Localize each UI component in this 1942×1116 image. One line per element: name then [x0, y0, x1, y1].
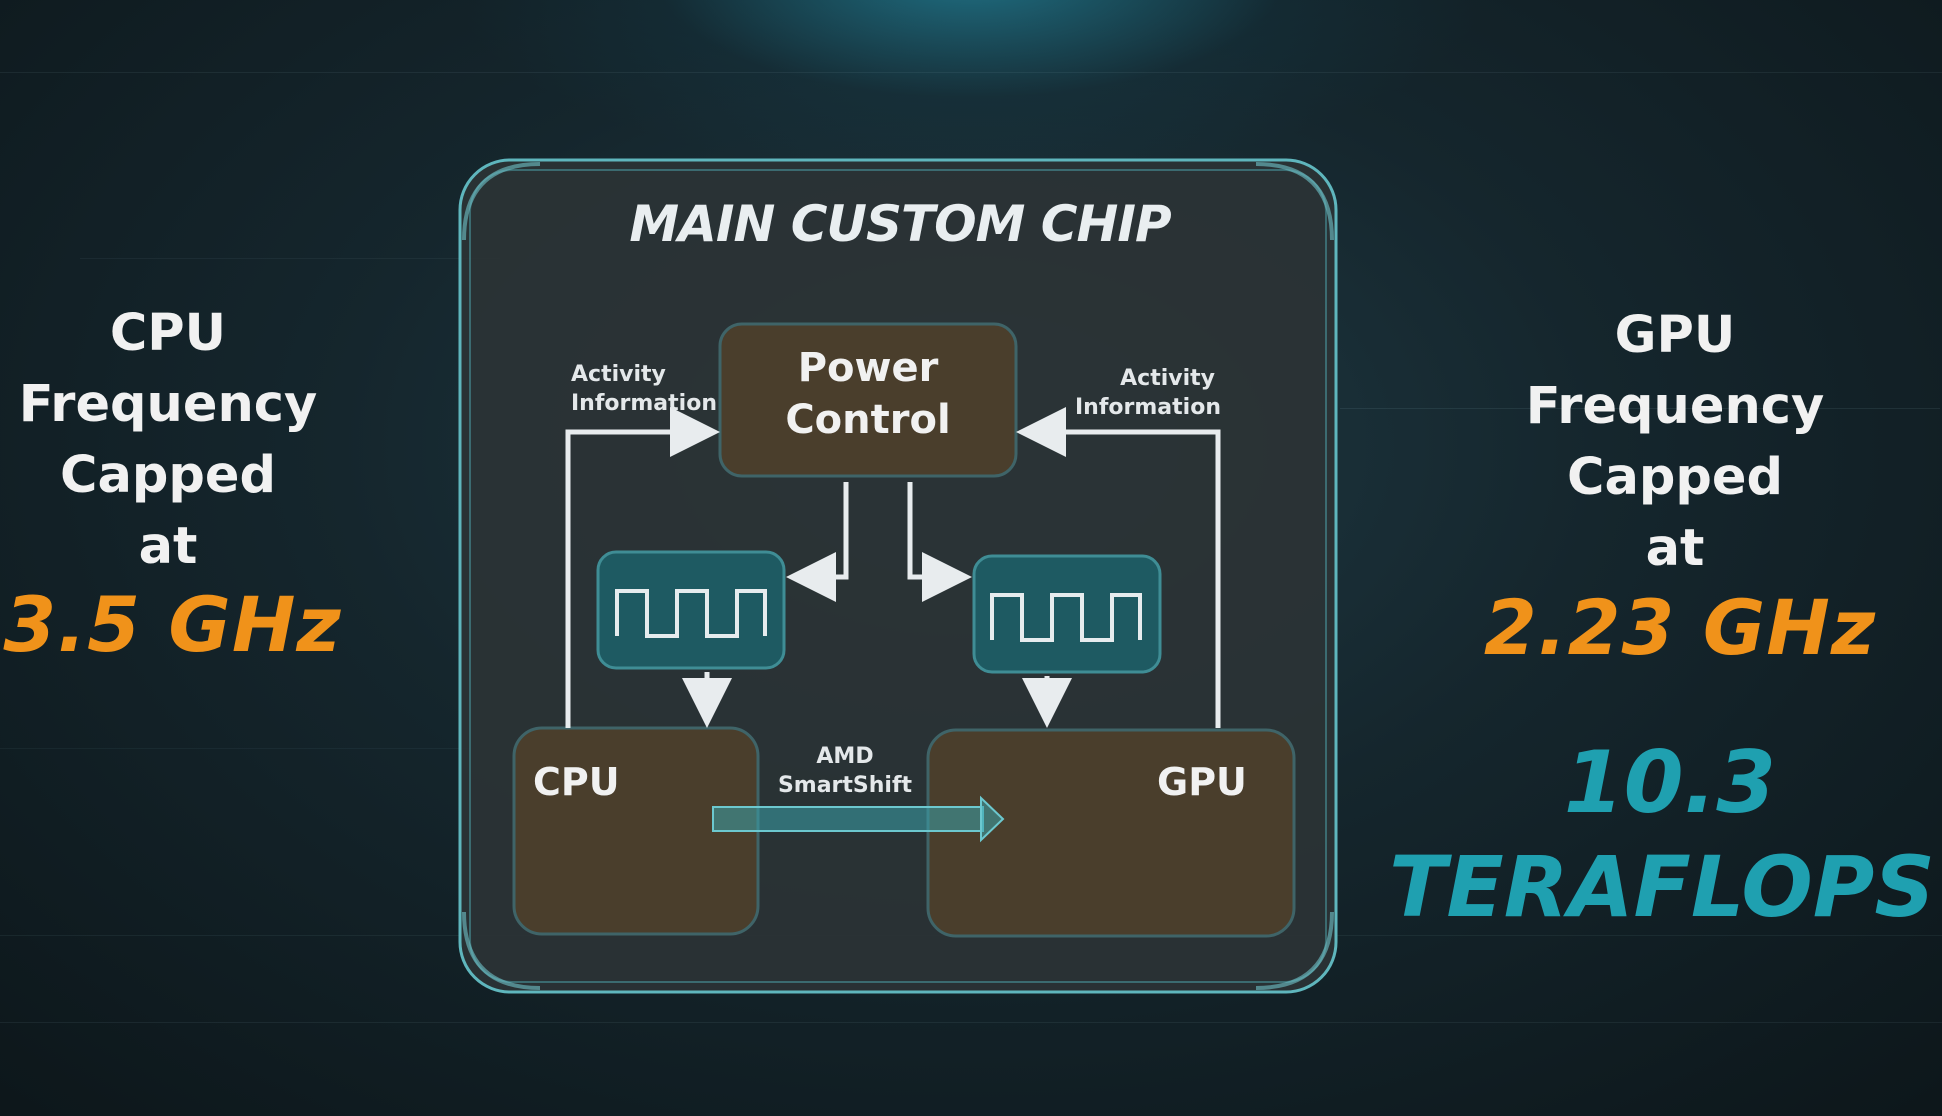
gpu-frequency-value: 2.23 GHz: [1483, 583, 1877, 672]
chip-title: MAIN CUSTOM CHIP: [629, 195, 1171, 253]
power-control-box: [718, 322, 1018, 478]
gpu-clock-box: [972, 554, 1162, 674]
teraflops-label: TERAFLOPS: [1389, 838, 1935, 936]
connector-lines: [565, 407, 1221, 728]
power-control-label: Power Control: [785, 345, 951, 443]
gpu-label: GPU: [1157, 760, 1247, 804]
activity-info-left: Activity Information: [571, 362, 717, 416]
smartshift-arrow: [712, 795, 1005, 843]
teraflops-number: 10.3: [1563, 733, 1777, 833]
cpu-label: CPU: [533, 760, 620, 804]
cpu-clock-box: [596, 550, 786, 670]
gpu-box: [926, 728, 1296, 938]
smartshift-label: AMD SmartShift: [777, 744, 913, 798]
activity-info-right: Activity Information: [1075, 366, 1221, 420]
cpu-frequency-text: CPU Frequency Capped at: [18, 304, 318, 576]
gpu-frequency-text: GPU Frequency Capped at: [1525, 306, 1825, 578]
cpu-frequency-value: 3.5 GHz: [3, 580, 342, 669]
